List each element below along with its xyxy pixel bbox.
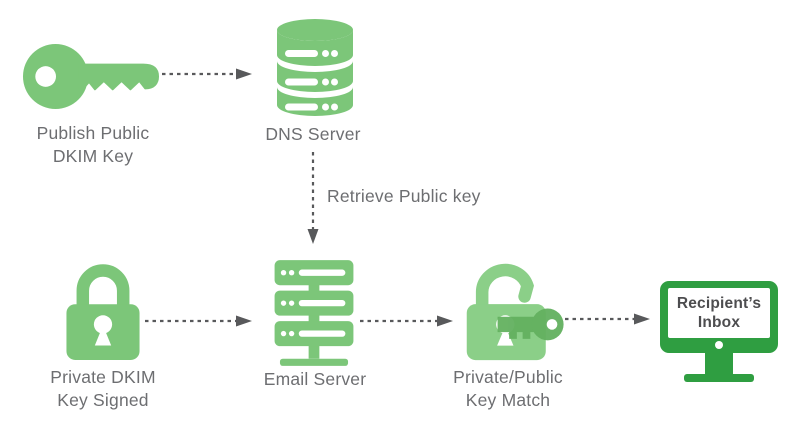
dashed-arrow-dns-to-email-server [307,152,319,244]
dashed-arrow-email-server-to-match [360,315,453,327]
email-server-label: Email Server [263,369,367,389]
monitor-base [684,374,754,382]
recipients-inbox-screen-text: Recipient’s Inbox [668,288,770,338]
dashed-arrow-lock-to-email-server [145,315,252,327]
key-icon [22,43,160,110]
node-recipients-inbox: Recipient’s Inbox [660,281,778,382]
email-server-icon [274,260,354,366]
private-dkim-key-signed-label: Private DKIM Key Signed [50,367,156,410]
publish-public-dkim-key-label: Publish Public DKIM Key [36,123,150,166]
dashed-arrow-key-to-dns [162,68,252,80]
monitor-stand [705,352,733,374]
dashed-arrow-match-to-inbox [565,313,650,325]
dns-database-icon [277,19,353,116]
retrieve-public-key-label: Retrieve Public key [327,186,481,206]
monitor-dot [715,341,723,349]
padlock-locked-icon [66,264,140,360]
padlock-open-key-icon [466,263,564,361]
private-public-key-match-label: Private/Public Key Match [453,367,563,410]
dns-server-label: DNS Server [265,124,361,144]
